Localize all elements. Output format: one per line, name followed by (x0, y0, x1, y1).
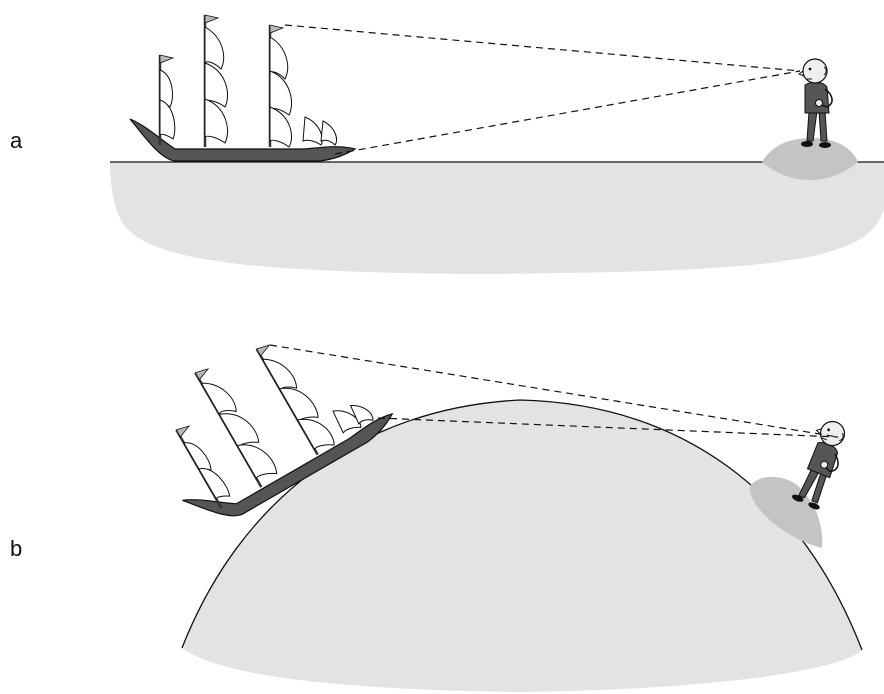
flat-sea (110, 162, 884, 274)
person-icon (789, 416, 853, 511)
sailing-ship-icon (130, 15, 355, 161)
sightline-top-a (285, 25, 800, 71)
curved-earth (182, 400, 862, 692)
sightline-bottom-a (335, 71, 800, 154)
person-icon (799, 59, 832, 148)
panel-b-curved-earth (130, 298, 862, 692)
panel-a-flat-earth (110, 15, 884, 274)
